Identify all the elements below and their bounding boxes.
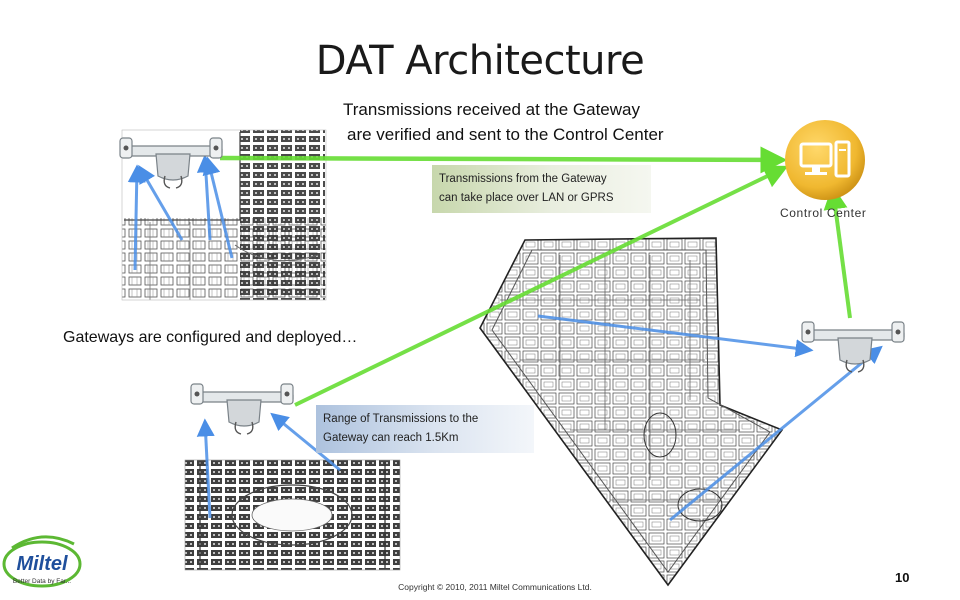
- site-map-bottom-left: [184, 459, 401, 571]
- sensor-links-bottom-left: [196, 412, 341, 519]
- gateway-icon: [119, 137, 223, 189]
- logo-tagline: Better Data by Far...: [13, 578, 71, 585]
- callout-lan-line2: can take place over LAN or GPRS: [439, 192, 614, 204]
- logo-wordmark: Miltel: [16, 553, 68, 575]
- caption-top-line1: Transmissions received at the Gateway: [343, 100, 640, 119]
- callout-range: Range of Transmissions to the Gateway ca…: [316, 405, 534, 453]
- caption-gateways: Gateways are configured and deployed…: [63, 329, 358, 346]
- miltel-logo: Miltel Better Data by Far...: [2, 535, 82, 588]
- uplink-top-left: [219, 146, 788, 174]
- sensor-links-top-left: [127, 154, 234, 271]
- callout-range-line1: Range of Transmissions to the: [323, 413, 479, 425]
- sensor-links-right: [537, 314, 883, 522]
- uplink-bottom-left: [294, 165, 789, 407]
- uplink-right: [823, 185, 852, 319]
- callout-lan-line1: Transmissions from the Gateway: [439, 173, 607, 185]
- gateway-icon: [801, 321, 905, 373]
- page-title: DAT Architecture: [315, 38, 645, 84]
- caption-top-line2: are verified and sent to the Control Cen…: [347, 125, 664, 144]
- copyright: Copyright © 2010, 2011 Miltel Communicat…: [398, 582, 592, 592]
- gateway-icon: [190, 383, 294, 435]
- computer-icon: [785, 120, 865, 200]
- callout-range-line2: Gateway can reach 1.5Km: [323, 432, 459, 444]
- site-map-top-left: [121, 129, 327, 301]
- control-center-label: Control Center: [780, 206, 867, 220]
- page-number: 10: [895, 570, 910, 585]
- callout-lan-gprs: Transmissions from the Gateway can take …: [432, 165, 651, 213]
